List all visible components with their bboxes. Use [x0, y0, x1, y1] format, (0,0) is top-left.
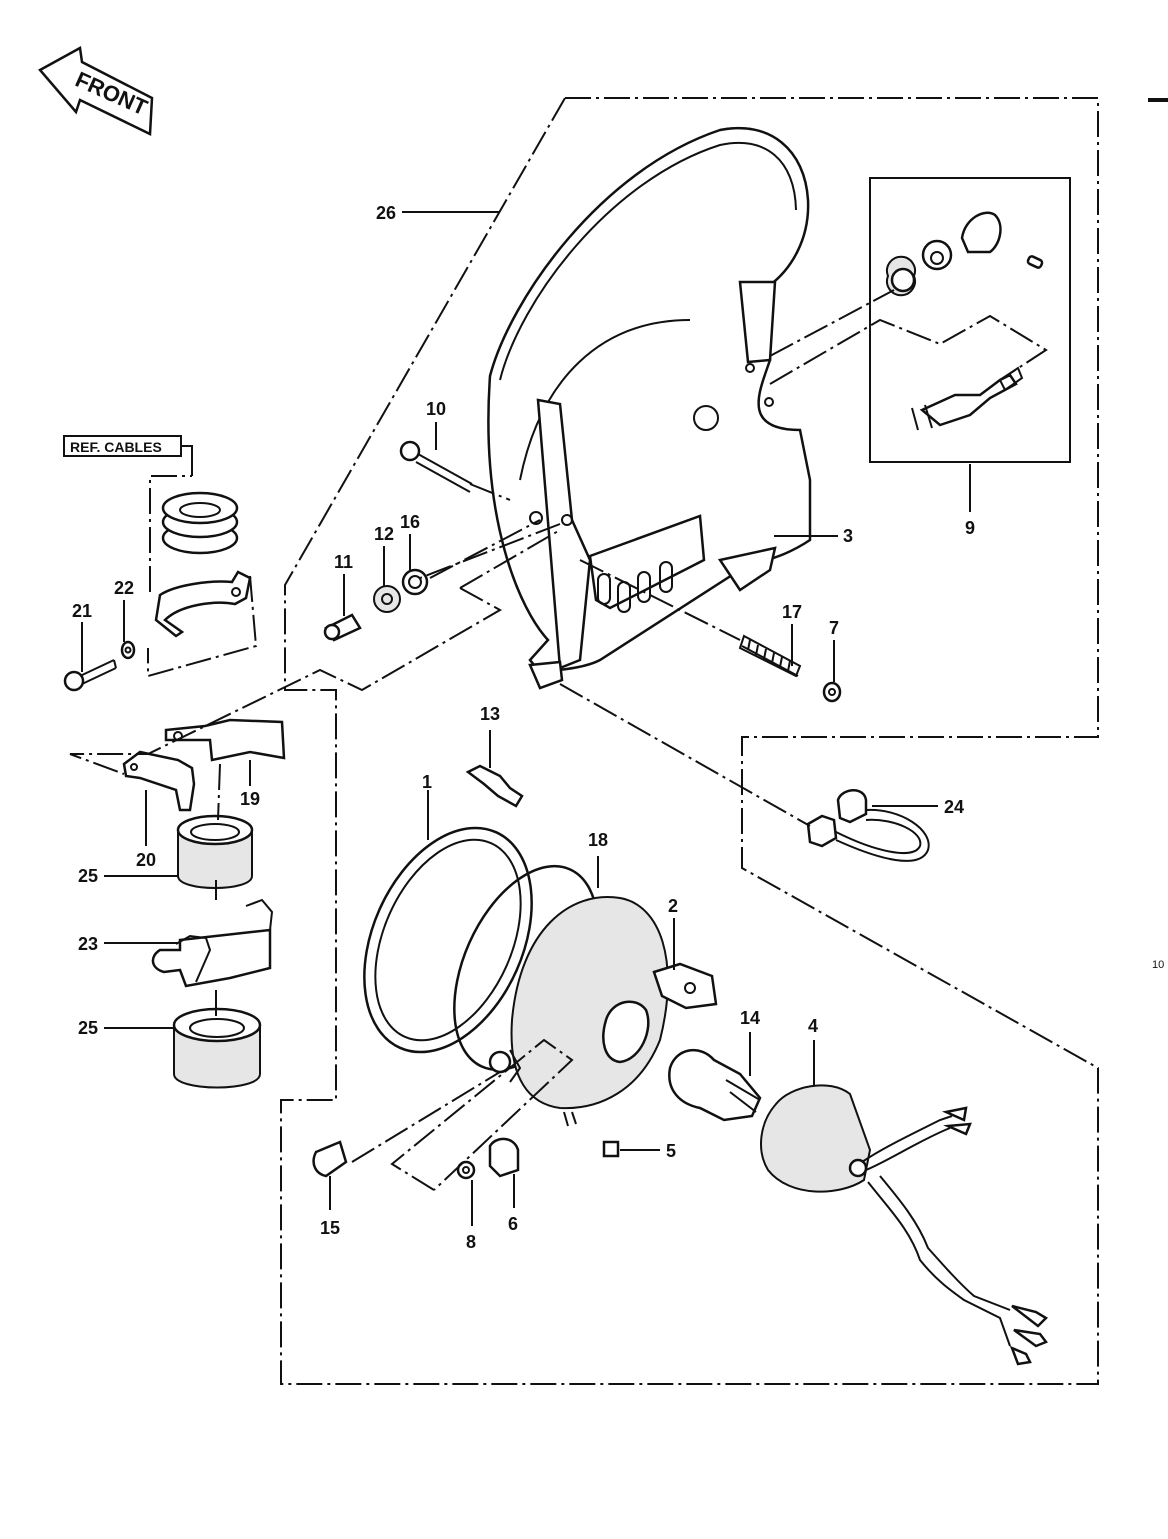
callout-5: 5	[666, 1141, 676, 1161]
clip-13-icon	[465, 764, 524, 808]
bushing-set-icon	[323, 568, 429, 642]
callout-16: 16	[400, 512, 420, 532]
page-marker: 10	[1152, 959, 1164, 971]
callout-1: 1	[422, 772, 432, 792]
bolt-10-icon	[399, 440, 473, 493]
callout-18: 18	[588, 830, 608, 850]
nut-5-icon	[602, 1140, 620, 1158]
callout-4: 4	[808, 1016, 818, 1036]
callout-labels: 26 3 9 10 11 12 16 17 7 21 22 19 20 25 2…	[72, 203, 975, 1252]
fork-clamp-icon	[122, 718, 286, 812]
rubber-cushion-lower-icon	[172, 1007, 262, 1089]
callout-23: 23	[78, 934, 98, 954]
headlight-housing	[487, 126, 812, 690]
callout-15: 15	[320, 1218, 340, 1238]
callout-9: 9	[965, 518, 975, 538]
cable-clamp-icon	[154, 570, 252, 638]
callout-21: 21	[72, 601, 92, 621]
cable-grommet-icon	[161, 491, 239, 555]
parking-light-box	[869, 177, 1071, 463]
callout-12: 12	[374, 524, 394, 544]
spring-17-icon	[738, 634, 842, 703]
assembly-boundary	[280, 97, 1099, 1385]
ref-cables-label: REF. CABLES	[70, 439, 162, 455]
callout-leaders	[81, 211, 971, 1226]
bulb-14-icon	[668, 1048, 762, 1122]
callout-2: 2	[668, 896, 678, 916]
assembly-guide-lines	[69, 289, 1048, 1191]
callout-8: 8	[466, 1232, 476, 1252]
callout-25-lower: 25	[78, 1018, 98, 1038]
front-arrow-icon: FRONT	[38, 46, 154, 136]
callout-26: 26	[376, 203, 396, 223]
callout-22: 22	[114, 578, 134, 598]
headlight-unit-icon	[488, 896, 718, 1127]
headlight-rim-icon	[363, 826, 533, 1054]
adjuster-parts-icon	[312, 1137, 520, 1180]
socket-4-icon	[760, 1084, 1049, 1366]
screw-21-icon	[63, 640, 136, 692]
clamp-23-icon	[151, 898, 274, 988]
callout-11: 11	[334, 552, 353, 572]
callout-17: 17	[782, 602, 802, 622]
ref-cables-box: REF. CABLES	[63, 435, 193, 476]
callout-24: 24	[944, 797, 964, 817]
callout-13: 13	[480, 704, 500, 724]
connector-24-icon	[806, 789, 930, 862]
callout-10: 10	[426, 399, 446, 419]
callout-6: 6	[508, 1214, 518, 1234]
parking-light-parts	[886, 211, 1044, 431]
rubber-cushion-upper-icon	[176, 814, 254, 889]
callout-20: 20	[136, 850, 156, 870]
callout-25-upper: 25	[78, 866, 98, 886]
callout-14: 14	[740, 1008, 760, 1028]
callout-3: 3	[843, 526, 853, 546]
callout-7: 7	[829, 618, 839, 638]
callout-19: 19	[240, 789, 260, 809]
